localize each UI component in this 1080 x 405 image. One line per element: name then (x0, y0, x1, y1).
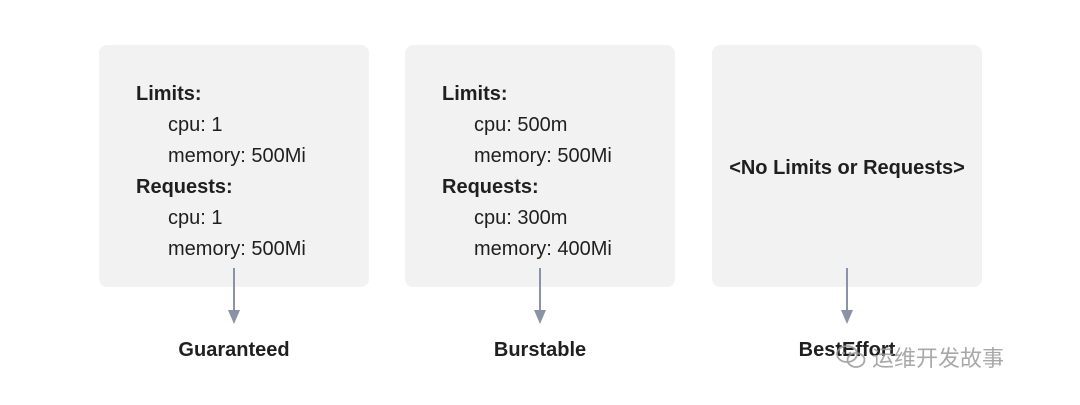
qos-class-label: BestEffort (798, 339, 896, 361)
besteffort-config-card: <No Limits or Requests> (712, 45, 982, 287)
requests-cpu: cpu: 1 (168, 207, 223, 229)
down-arrow-icon (841, 268, 853, 324)
limits-heading: Limits: (136, 83, 202, 105)
requests-memory: memory: 400Mi (474, 238, 612, 260)
watermark-text: 运维开发故事 (872, 347, 1005, 372)
qos-class-label: Guaranteed (178, 339, 290, 361)
wechat-icon (836, 345, 866, 368)
limits-cpu: cpu: 500m (474, 114, 568, 136)
limits-heading: Limits: (442, 83, 508, 105)
down-arrow-icon (534, 268, 546, 324)
guaranteed-config-card: Limits: cpu: 1 memory: 500Mi Requests: c… (99, 45, 369, 287)
watermark: 运维开发故事 (836, 340, 1004, 374)
requests-cpu: cpu: 300m (474, 207, 568, 229)
requests-memory: memory: 500Mi (168, 238, 306, 260)
requests-heading: Requests: (442, 176, 539, 198)
down-arrow-icon (228, 268, 240, 324)
guaranteed-config-text: Limits: cpu: 1 memory: 500Mi Requests: c… (136, 79, 306, 265)
limits-memory: memory: 500Mi (474, 145, 612, 167)
burstable-config-text: Limits: cpu: 500m memory: 500Mi Requests… (442, 79, 612, 265)
no-limits-note: <No Limits or Requests> (729, 157, 965, 179)
qos-class-label: Burstable (493, 339, 587, 361)
burstable-config-card: Limits: cpu: 500m memory: 500Mi Requests… (405, 45, 675, 287)
limits-cpu: cpu: 1 (168, 114, 223, 136)
requests-heading: Requests: (136, 176, 233, 198)
limits-memory: memory: 500Mi (168, 145, 306, 167)
